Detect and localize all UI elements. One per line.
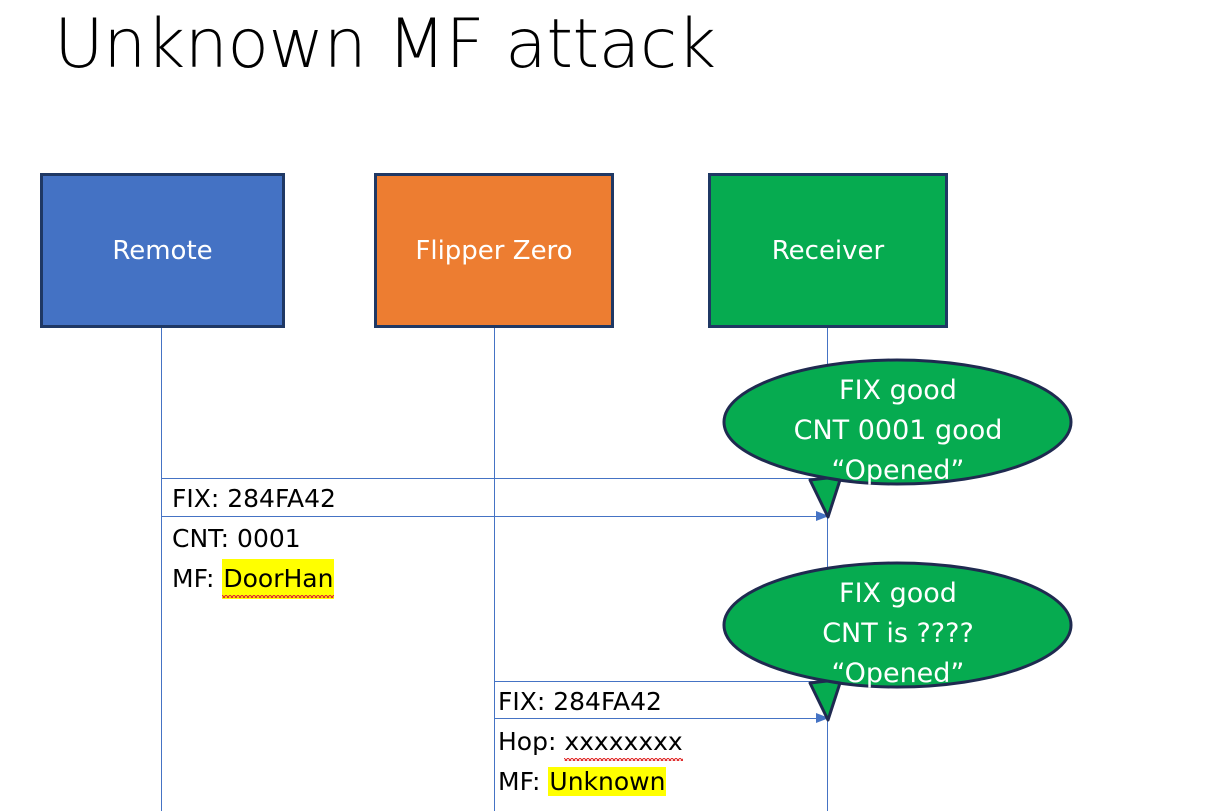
message-2-line-1: FIX: 284FA42 [498,687,662,716]
message-1-line-3: MF: DoorHan [172,559,335,599]
message-arrow-remote-to-receiver [162,511,829,521]
page-title: Unknown MF attack [54,5,716,84]
actor-box-receiver[interactable]: Receiver [708,173,948,328]
actor-label-receiver: Receiver [771,235,885,266]
message-2-hop-prefix: Hop: [498,727,565,756]
lifeline-remote [161,327,162,811]
speech-bubble-receiver-1: FIX good CNT 0001 good “Opened” [722,358,1074,520]
message-1-line-2: CNT: 0001 [172,524,301,553]
lifeline-flipper [494,327,495,811]
message-2-mf-value: Unknown [548,767,667,796]
speech-bubble-receiver-2: FIX good CNT is ???? “Opened” [722,561,1074,723]
message-2-hop-value: xxxxxxxx [564,722,684,762]
actor-label-remote: Remote [112,235,213,266]
message-1-divider [162,478,828,479]
message-2-mf-prefix: MF: [498,767,549,796]
actor-box-flipper[interactable]: Flipper Zero [374,173,614,328]
message-1-line-1: FIX: 284FA42 [172,484,336,513]
speech-bubble-shape-icon [722,561,1073,722]
message-2-divider [494,681,828,682]
message-2-line-2: Hop: xxxxxxxx [498,722,684,762]
message-1-mf-value: DoorHan [222,559,335,599]
actor-label-flipper: Flipper Zero [415,235,573,266]
speech-bubble-shape-icon [722,358,1073,519]
message-2-line-3: MF: Unknown [498,762,667,802]
message-1-mf-prefix: MF: [172,564,223,593]
actor-box-remote[interactable]: Remote [40,173,285,328]
message-arrow-flipper-to-receiver [494,713,829,723]
